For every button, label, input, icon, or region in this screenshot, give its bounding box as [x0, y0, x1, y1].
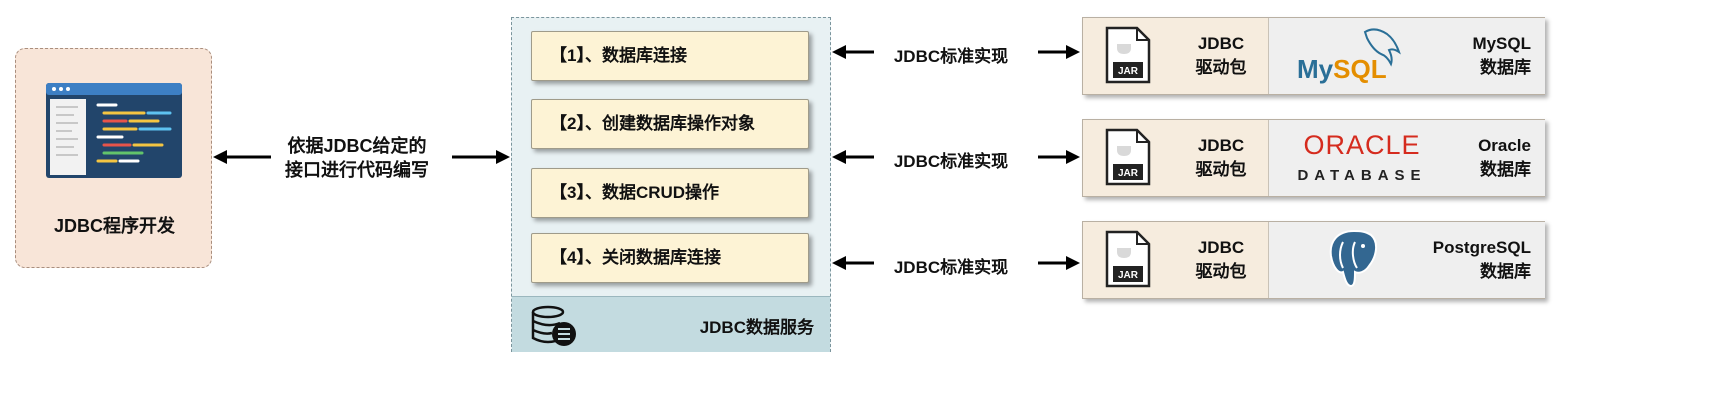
- jar-label: JAR: [1118, 270, 1139, 281]
- driver-label-line1: JDBC: [1197, 238, 1245, 257]
- service-label: JDBC数据服务: [699, 318, 814, 337]
- database-panel-oracle: ORACLE DATABASE Oracle 数据库: [1268, 120, 1545, 196]
- arrow-left-icon: [832, 45, 874, 59]
- code-editor-icon: [46, 83, 182, 178]
- jar-label: JAR: [1118, 66, 1139, 77]
- driver-label-line1: JDBC: [1197, 34, 1245, 53]
- mysql-logo: MySQL: [1297, 28, 1401, 84]
- impl-label-oracle: JDBC标准实现: [893, 152, 1009, 171]
- driver-label: JDBC 驱动包: [1185, 236, 1257, 284]
- database-name-line2: 数据库: [1480, 262, 1531, 281]
- driver-card-mysql: JAR JDBC 驱动包 MySQL MySQL 数据库: [1082, 17, 1545, 95]
- mysql-logo-text: MySQL: [1297, 54, 1387, 84]
- database-name-line1: PostgreSQL: [1432, 238, 1531, 257]
- arrow-right-icon: [452, 150, 510, 164]
- arrow-left-icon: [832, 256, 874, 270]
- database-name-line2: 数据库: [1480, 58, 1531, 77]
- step-crud: 【3】、数据CRUD操作: [531, 168, 809, 218]
- database-panel-postgresql: PostgreSQL 数据库: [1268, 222, 1545, 298]
- oracle-logo-text: ORACLE: [1303, 130, 1421, 160]
- dev-label: JDBC程序开发: [53, 216, 175, 236]
- arrow-left-icon: [832, 150, 874, 164]
- step-connect: 【1】、数据库连接: [531, 31, 809, 81]
- database-name: MySQL 数据库: [1472, 32, 1531, 80]
- arrow-right-icon: [1038, 45, 1080, 59]
- impl-label-postgresql: JDBC标准实现: [893, 258, 1009, 277]
- driver-label: JDBC 驱动包: [1185, 134, 1257, 182]
- oracle-logo-subtext: DATABASE: [1297, 167, 1427, 184]
- interface-note: 依据JDBC给定的 接口进行代码编写: [272, 134, 442, 182]
- jdbc-dev-box: JDBC程序开发: [15, 48, 212, 268]
- interface-note-line2: 接口进行代码编写: [285, 160, 429, 180]
- step-close-connection: 【4】、关闭数据库连接: [531, 233, 809, 283]
- interface-note-line1: 依据JDBC给定的: [287, 136, 427, 156]
- database-panel-mysql: MySQL MySQL 数据库: [1268, 18, 1545, 94]
- jar-file-icon: JAR: [1105, 26, 1151, 84]
- driver-label-line2: 驱动包: [1195, 58, 1247, 77]
- driver-card-oracle: JAR JDBC 驱动包 ORACLE DATABASE Oracle 数据库: [1082, 119, 1545, 197]
- database-name: PostgreSQL 数据库: [1433, 236, 1531, 284]
- driver-label-line1: JDBC: [1197, 136, 1245, 155]
- database-name-line1: MySQL: [1472, 34, 1531, 53]
- service-band: JDBC数据服务: [512, 296, 830, 352]
- jar-label: JAR: [1118, 168, 1139, 179]
- database-name-line1: Oracle: [1478, 136, 1531, 155]
- database-name-line2: 数据库: [1480, 160, 1531, 179]
- jar-file-icon: JAR: [1105, 230, 1151, 288]
- arrow-left-icon: [213, 150, 271, 164]
- driver-label-line2: 驱动包: [1195, 160, 1247, 179]
- driver-card-postgresql: JAR JDBC 驱动包 PostgreSQL 数据库: [1082, 221, 1545, 299]
- step-create-statement: 【2】、创建数据库操作对象: [531, 99, 809, 149]
- database-icon: [531, 305, 576, 346]
- jar-file-icon: JAR: [1105, 128, 1151, 186]
- postgresql-elephant-logo: [1329, 229, 1377, 288]
- driver-label: JDBC 驱动包: [1185, 32, 1257, 80]
- arrow-right-icon: [1038, 256, 1080, 270]
- arrow-right-icon: [1038, 150, 1080, 164]
- jdbc-service-column: 【1】、数据库连接 【2】、创建数据库操作对象 【3】、数据CRUD操作 【4】…: [511, 17, 831, 352]
- impl-label-mysql: JDBC标准实现: [893, 47, 1009, 66]
- driver-label-line2: 驱动包: [1195, 262, 1247, 281]
- database-name: Oracle 数据库: [1478, 134, 1531, 182]
